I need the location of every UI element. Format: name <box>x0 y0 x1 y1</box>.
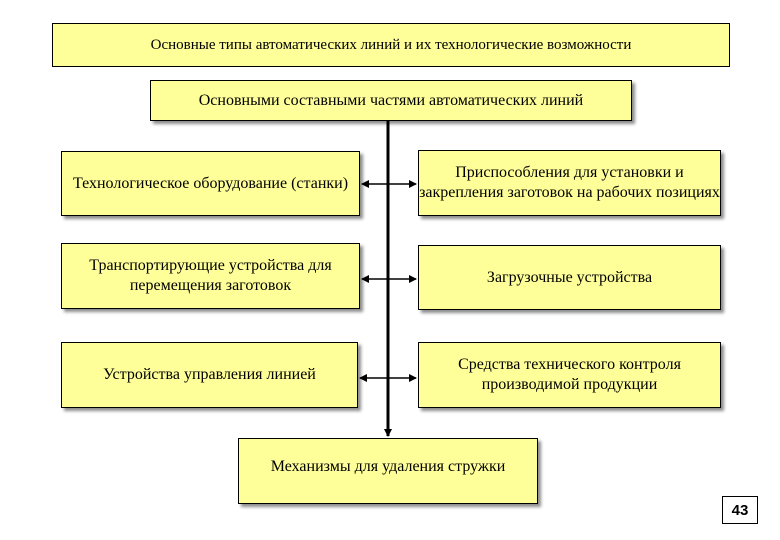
box-loading-devices: Загрузочные устройства <box>418 245 721 310</box>
box-quality-control: Средства технического контроля производи… <box>418 342 721 408</box>
box-chip-removal: Механизмы для удаления стружки <box>238 438 538 504</box>
box-transport-devices: Транспортирующие устройства для перемеще… <box>61 243 360 309</box>
box-technological-equipment: Технологическое оборудование (станки) <box>61 151 360 216</box>
diagram-subtitle: Основными составными частями автоматичес… <box>150 80 632 121</box>
page-number: 43 <box>722 496 758 524</box>
box-control-devices: Устройства управления линией <box>61 342 358 408</box>
box-fixtures: Приспособления для установки и закреплен… <box>418 150 721 216</box>
diagram-title: Основные типы автоматических линий и их … <box>52 23 730 67</box>
